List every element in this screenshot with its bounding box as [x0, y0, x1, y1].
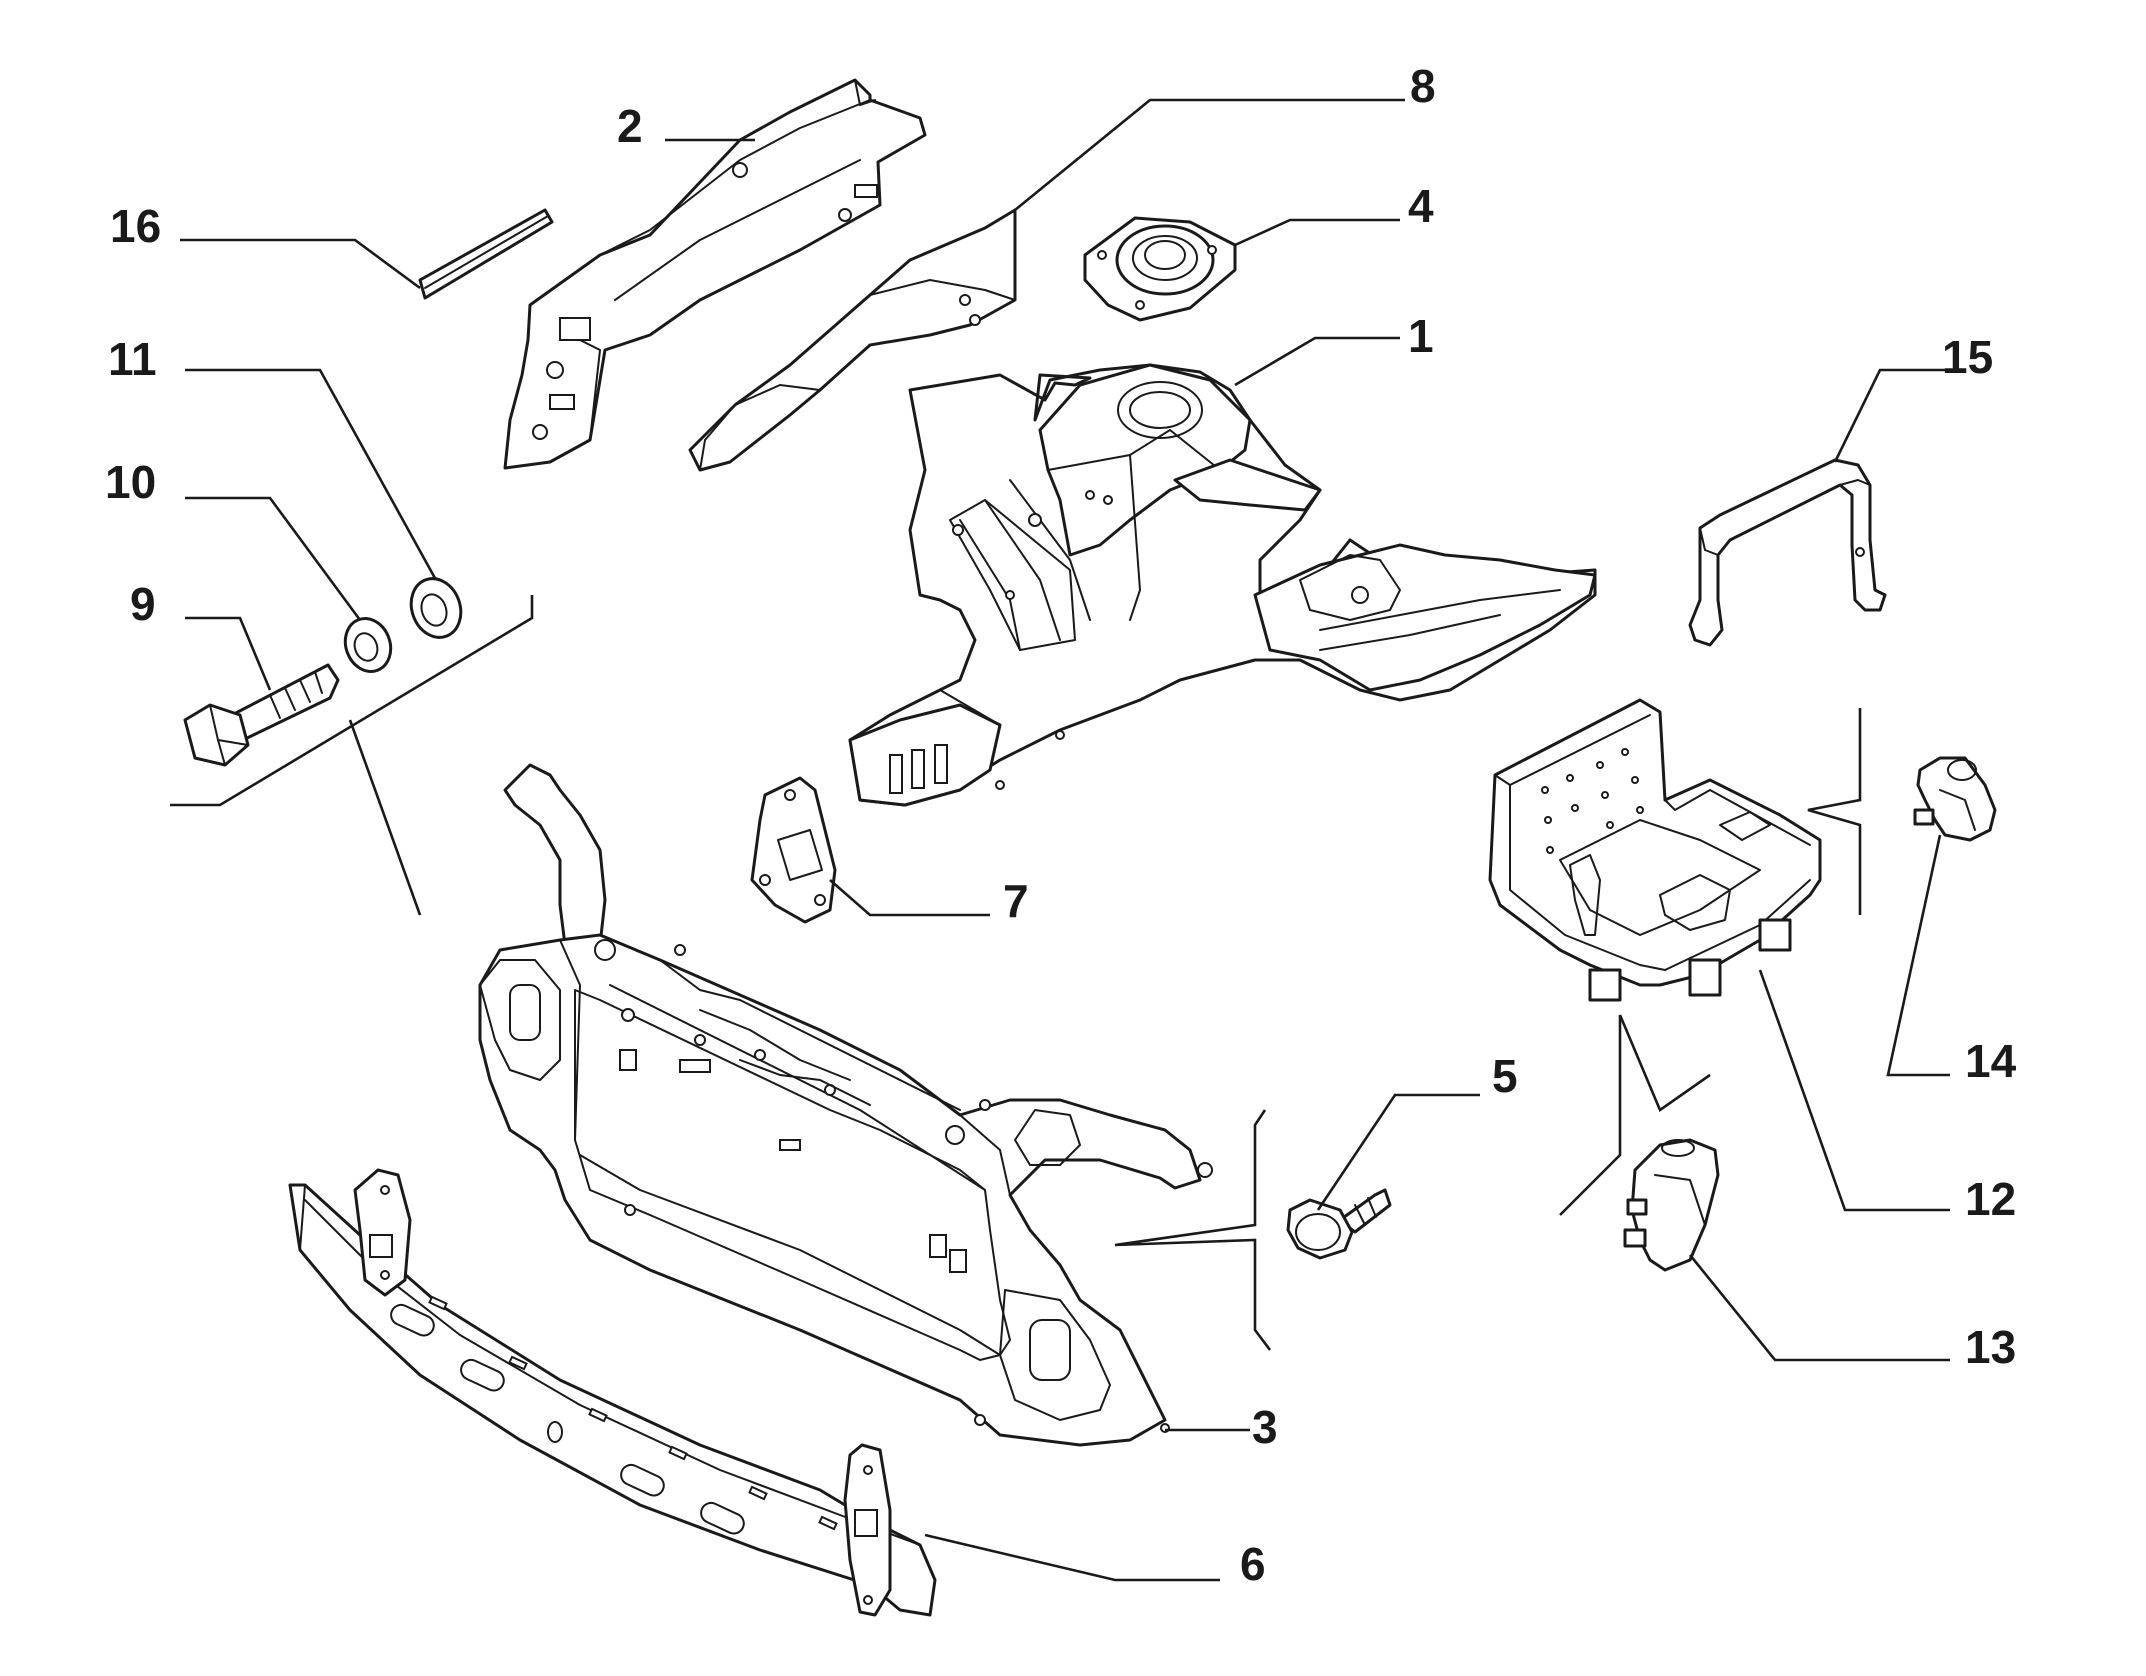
callout-2: 2 [617, 100, 643, 152]
part-8-inner-panel [688, 208, 1017, 472]
part-2-upper-rail [503, 78, 927, 470]
callout-10: 10 [105, 456, 156, 508]
part-3-front-frame [478, 763, 1213, 1447]
part-16-strip [418, 208, 554, 300]
callout-3: 3 [1252, 1401, 1278, 1453]
callout-numbers: 1 2 3 4 5 6 7 8 9 10 11 12 13 14 15 16 [105, 60, 2017, 1590]
part-5-flange-bolt [1286, 1188, 1392, 1260]
callout-14: 14 [1965, 1035, 2017, 1087]
callout-16: 16 [110, 200, 161, 252]
callout-9: 9 [130, 578, 156, 630]
callout-12: 12 [1965, 1173, 2016, 1225]
callout-5: 5 [1492, 1050, 1518, 1102]
part-14-clip [1913, 756, 1997, 842]
part-15-battery-strap [1688, 458, 1887, 647]
callout-13: 13 [1965, 1321, 2016, 1373]
part-6-bumper-beam [288, 1168, 937, 1617]
part-12-battery-tray [1488, 698, 1822, 1002]
callout-8: 8 [1410, 60, 1436, 112]
callout-11: 11 [108, 333, 157, 385]
part-13-clip [1623, 1138, 1720, 1272]
part-1-strut-tower-assembly [848, 363, 1597, 807]
callout-6: 6 [1240, 1538, 1266, 1590]
part-11-washer [409, 577, 463, 639]
part-4-mount-plate [1083, 216, 1237, 322]
part-9-bolt [183, 663, 340, 767]
part-10-washer [343, 617, 393, 673]
part-7-bracket-plate [750, 776, 837, 924]
leader-lines [170, 98, 1950, 1582]
callout-15: 15 [1942, 331, 1993, 383]
callout-7: 7 [1003, 875, 1029, 927]
callout-4: 4 [1408, 180, 1434, 232]
callout-1: 1 [1408, 310, 1434, 362]
